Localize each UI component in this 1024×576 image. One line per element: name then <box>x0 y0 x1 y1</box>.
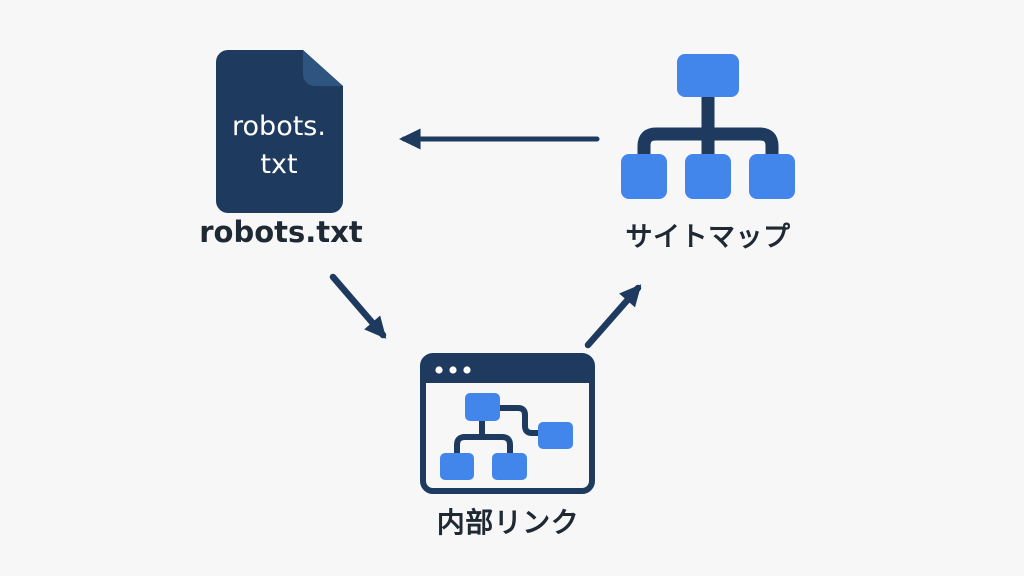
arrow-internal-links-to-sitemap <box>584 284 642 349</box>
arrow-robots-to-internal-links <box>329 273 387 339</box>
internal-link-node-bottom-mid <box>492 453 527 480</box>
sitemap-child-node-3 <box>749 154 795 199</box>
robots-txt-document-icon: robots. txt <box>216 50 343 213</box>
browser-window-icon <box>420 353 595 494</box>
sitemap-child-node-1 <box>621 154 667 199</box>
internal-link-connectors <box>454 405 540 455</box>
internal-links-label: 内部リンク <box>436 506 580 539</box>
document-folded-corner <box>303 50 343 86</box>
window-dot-1 <box>435 366 443 374</box>
window-dot-3 <box>463 366 471 374</box>
document-text-line1: robots. <box>232 111 326 142</box>
internal-link-node-bottom-left <box>440 453 474 480</box>
sitemap-root-node <box>677 54 739 97</box>
sitemap-child-node-2 <box>685 154 731 199</box>
document-body <box>216 50 343 213</box>
robots-txt-label: robots.txt <box>199 215 363 249</box>
document-text-line2: txt <box>260 149 297 180</box>
window-dot-2 <box>449 366 457 374</box>
sitemap-tree-icon <box>621 54 795 199</box>
browser-title-bar <box>423 356 592 383</box>
internal-link-node-top <box>465 393 500 421</box>
sitemap-label: サイトマップ <box>625 222 791 253</box>
internal-link-node-right <box>538 422 573 449</box>
